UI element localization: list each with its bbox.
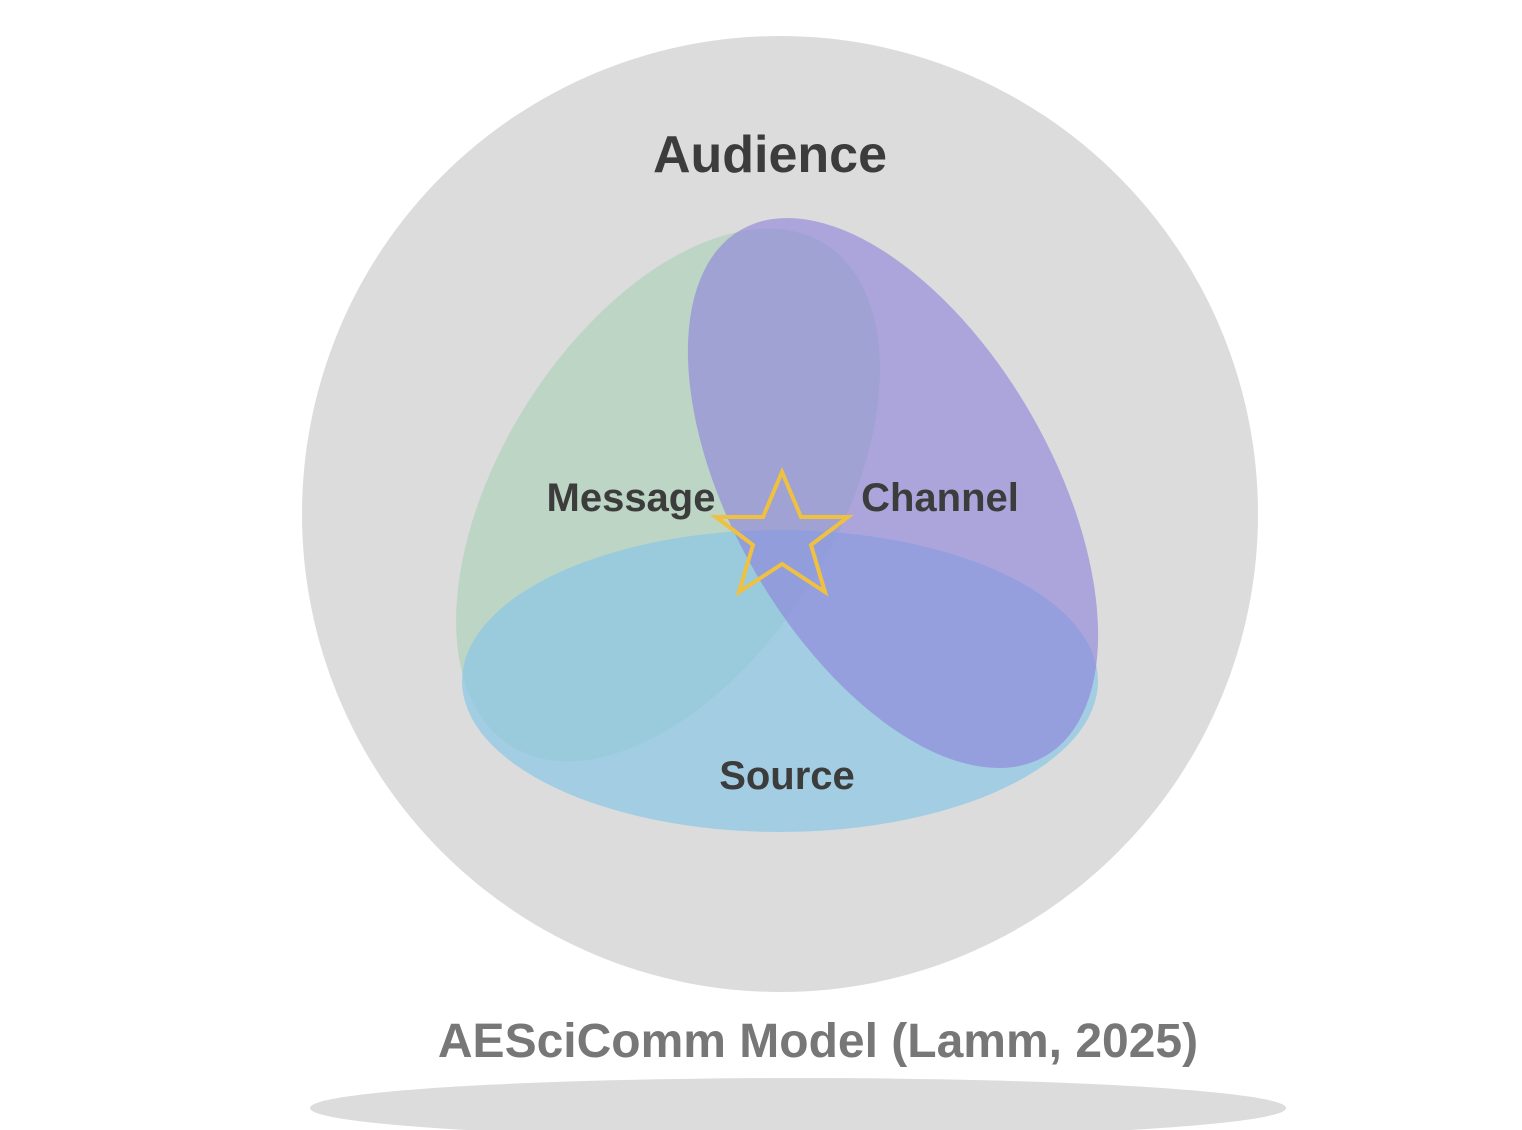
channel-ellipse	[687, 217, 1099, 769]
model-caption: AESciComm Model (Lamm, 2025)	[438, 1015, 1198, 1068]
audience-label: Audience	[653, 126, 887, 184]
channel-label: Channel	[861, 476, 1019, 520]
source-label: Source	[719, 754, 855, 798]
base-shadow	[310, 1078, 1286, 1130]
star-icon	[710, 466, 854, 597]
message-label: Message	[547, 476, 716, 520]
